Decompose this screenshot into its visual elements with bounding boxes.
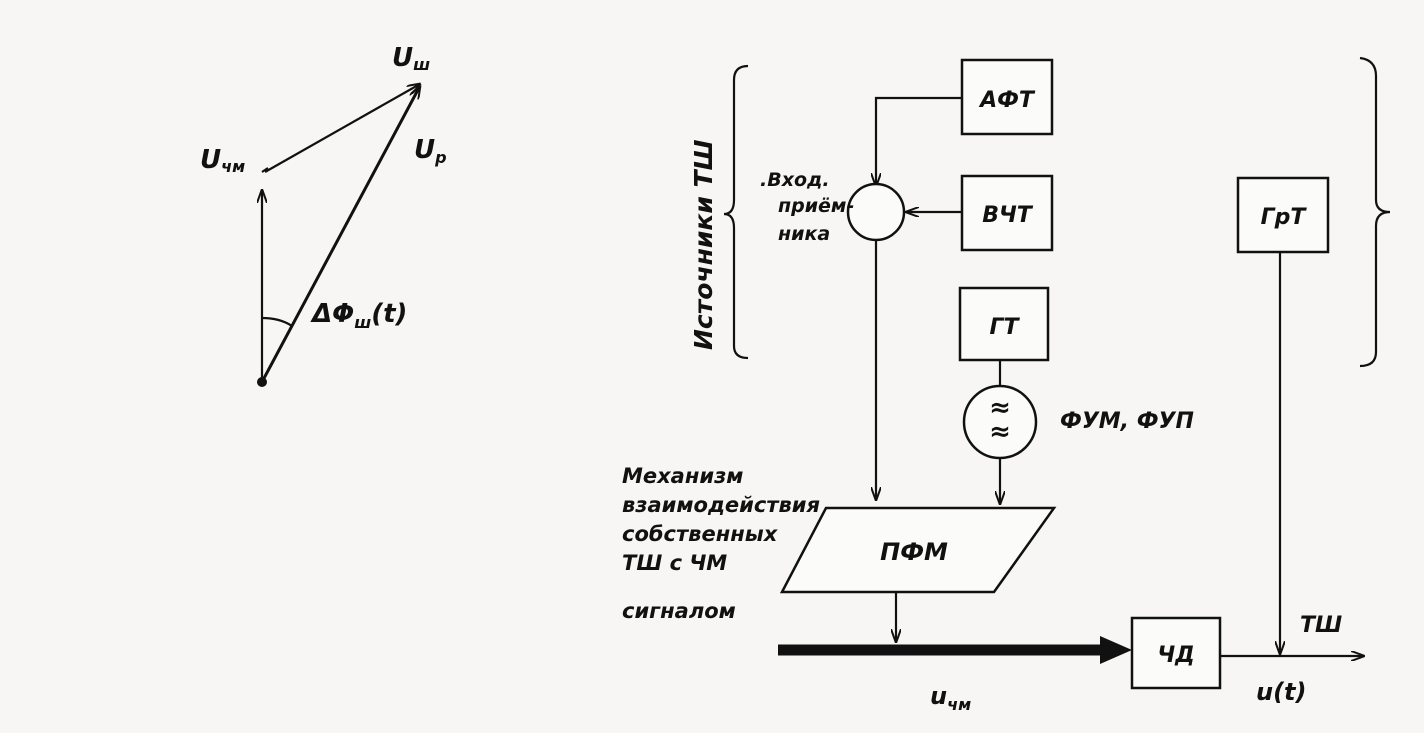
block-chd-label: ЧД <box>1157 643 1194 668</box>
mechanism-label: Механизм взаимодействия собственных ТШ с… <box>622 464 820 623</box>
block-pfm-label: ПФМ <box>880 538 948 566</box>
output-signal-label: u(t) <box>1256 678 1307 706</box>
u-result-label: Uр <box>414 135 447 167</box>
aft-to-input-line <box>876 96 962 186</box>
vector-diagram: Uш Uчм Uр ΔΦш(t) <box>200 43 447 387</box>
phase-angle-arc <box>261 316 293 327</box>
u-result-vector <box>260 86 420 383</box>
block-chd <box>1130 616 1222 690</box>
block-vcht <box>960 174 1054 252</box>
block-gt-label: ГТ <box>989 315 1020 340</box>
output-noise-label: ТШ <box>1300 613 1342 638</box>
block-vcht-label: ВЧТ <box>982 203 1034 228</box>
fm-signal-arrowhead <box>1100 636 1132 664</box>
u-noise-label: Uш <box>392 43 430 74</box>
mechanism-line-1: Механизм <box>622 464 743 488</box>
u-fm-label: Uчм <box>200 145 245 176</box>
block-grt <box>1236 176 1330 254</box>
block-pfm <box>779 506 1057 594</box>
sources-brace-right <box>1359 56 1391 368</box>
phase-label: ΔΦш(t) <box>310 299 407 332</box>
vector-origin-dot <box>257 377 267 387</box>
sources-brace-left <box>723 64 749 360</box>
input-label-line1: .Вход. <box>760 169 830 191</box>
filter-label: ФУМ, ФУП <box>1060 409 1194 434</box>
u-noise-vector <box>264 84 420 173</box>
sources-label: Источники ТШ <box>689 139 718 350</box>
block-gt <box>958 286 1050 362</box>
mechanism-line-4: ТШ с ЧМ <box>622 551 727 575</box>
filter-symbol-top: ≈ <box>989 393 1011 423</box>
vector-joint <box>261 167 269 173</box>
receiver-input-node <box>846 182 906 242</box>
mechanism-line-5: сигналом <box>622 599 736 623</box>
block-aft <box>960 58 1054 136</box>
input-signal-label: uчм <box>930 682 971 714</box>
block-aft-label: АФТ <box>978 88 1036 113</box>
mechanism-line-2: взаимодействия <box>622 493 820 517</box>
input-label-line3: ника <box>778 223 830 245</box>
block-grt-label: ГрТ <box>1261 205 1308 230</box>
input-label-line2: приём- <box>778 195 854 217</box>
filter-symbol-bottom: ≈ <box>989 417 1011 447</box>
block-diagram: Источники ТШ АФТ .Вход. приём- ника ВЧТ … <box>622 56 1391 714</box>
mechanism-line-3: собственных <box>622 522 779 546</box>
